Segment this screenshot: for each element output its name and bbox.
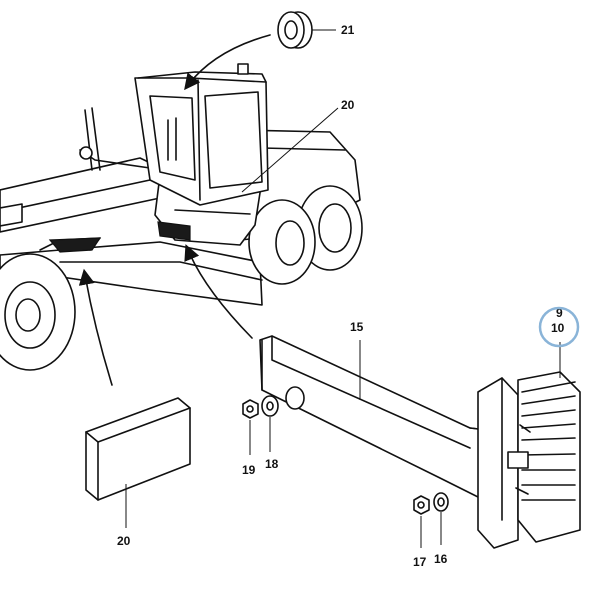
callout-9: 9 — [556, 306, 563, 320]
washer-part-18 — [261, 395, 279, 452]
nut-part-17 — [413, 495, 430, 548]
highlight-circle — [538, 306, 580, 348]
callout-10: 10 — [551, 321, 565, 335]
nut-part-19 — [242, 399, 259, 455]
callout-18: 18 — [265, 457, 279, 471]
pointer-arrows — [78, 34, 271, 386]
callout-19: 19 — [242, 463, 256, 477]
callout-21: 21 — [341, 23, 355, 37]
callout-17: 17 — [413, 555, 427, 569]
pad-part-20 — [85, 397, 191, 528]
washer-part-16 — [433, 492, 449, 545]
callout-16: 16 — [434, 552, 448, 566]
callout-20-cab: 20 — [341, 98, 355, 112]
bracket-part-15 — [259, 335, 509, 501]
floor-plate-detail — [48, 237, 102, 253]
callout-15: 15 — [350, 320, 364, 334]
step-assembly-9-10 — [477, 342, 581, 549]
motor-grader-illustration — [0, 63, 363, 371]
cap-part-21 — [277, 11, 336, 49]
callout-20-pad: 20 — [117, 534, 131, 548]
leader-20-cab — [241, 107, 339, 193]
